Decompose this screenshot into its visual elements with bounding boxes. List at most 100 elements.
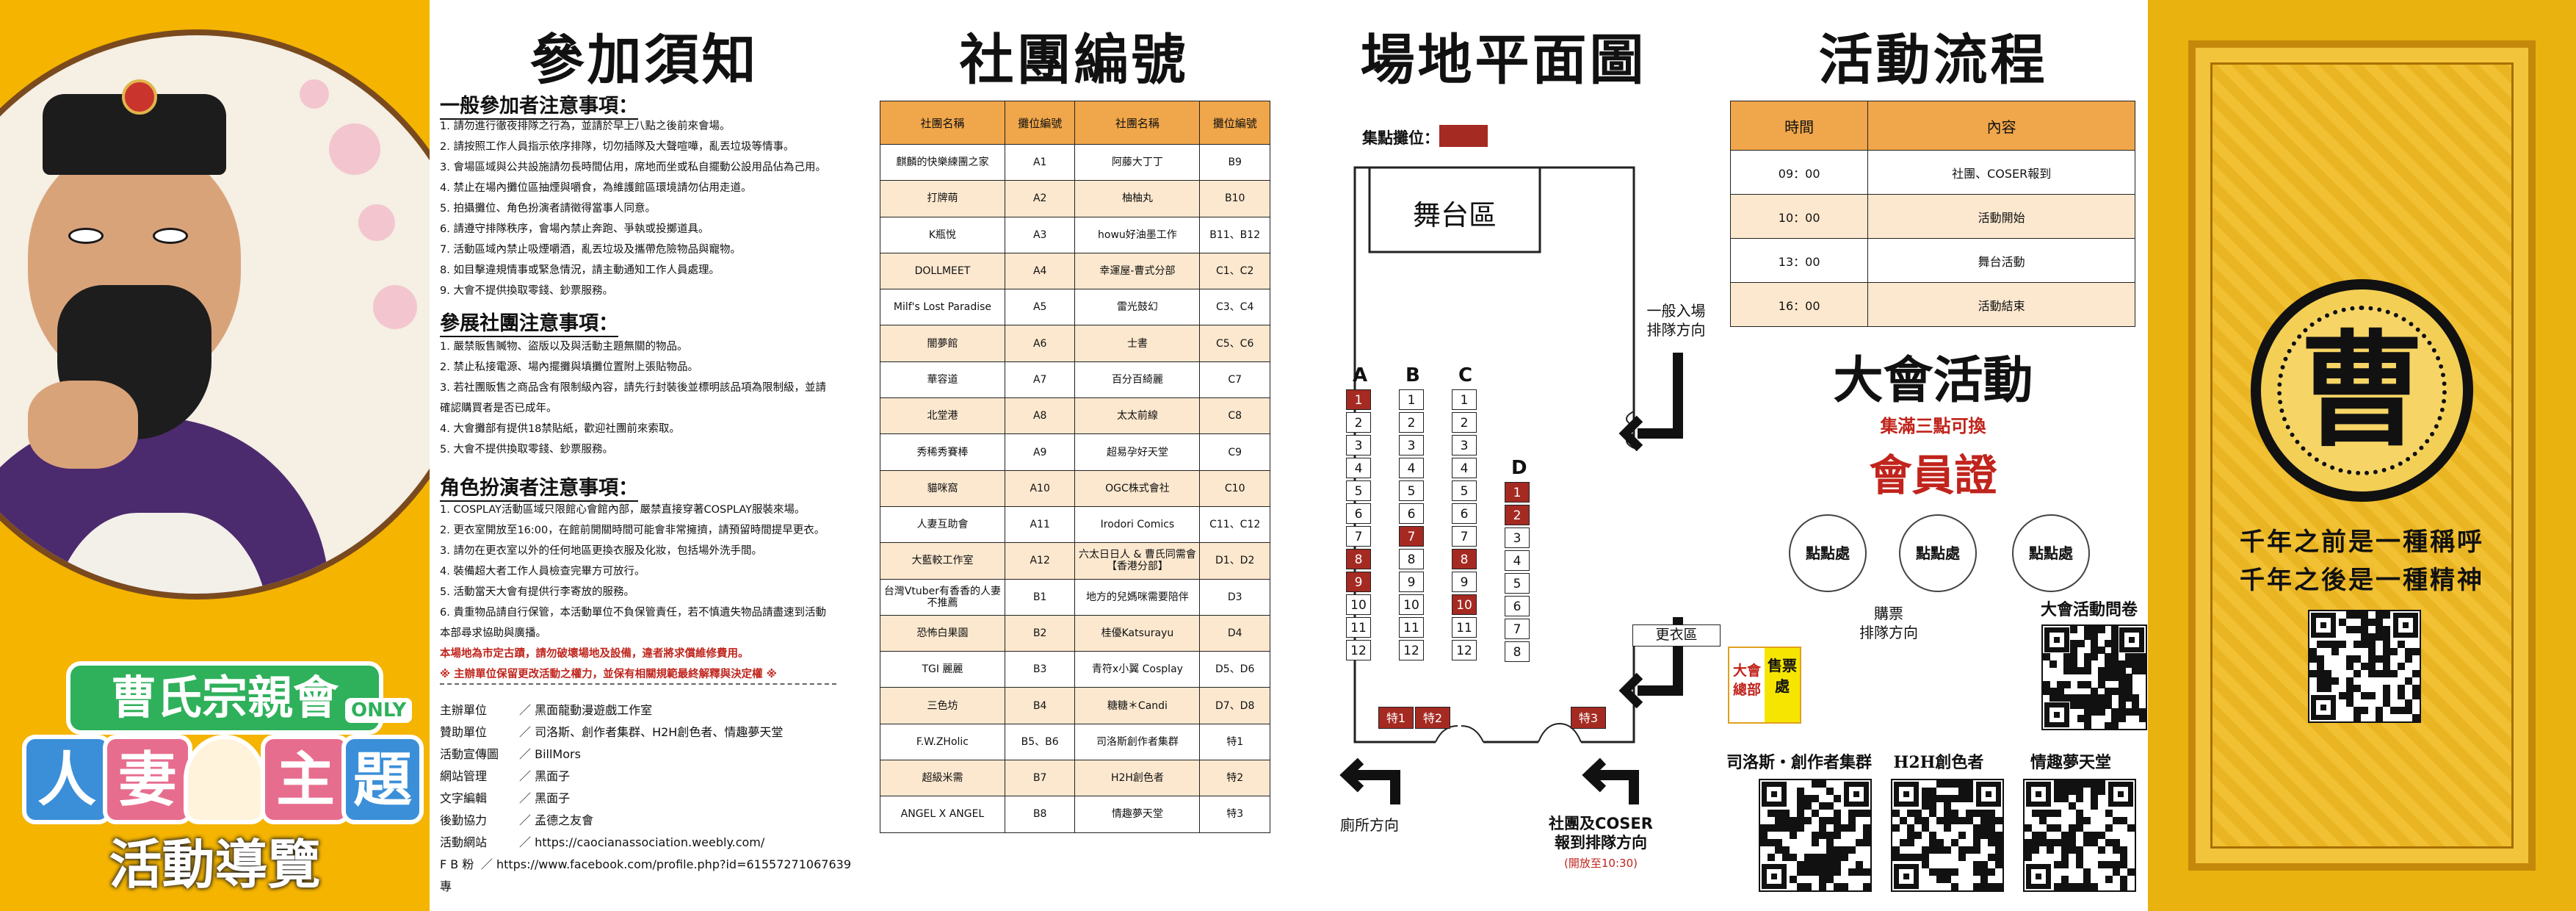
club-name: 超易孕好天堂: [1074, 433, 1201, 471]
club-name: 雷光鼓幻: [1074, 289, 1201, 326]
sponsor-qr-code[interactable]: [1891, 779, 2004, 892]
sponsor-qr-code[interactable]: [1759, 779, 1872, 892]
general-queue-label: 一般入場 排隊方向: [1646, 302, 1706, 339]
booth-number: B3: [1004, 651, 1076, 688]
booth-number: A8: [1004, 397, 1076, 435]
rule-item: 3. 若社團販售之商品含有限制級內容，請先行封裝後並標明該品項為限制級，並請: [440, 382, 826, 394]
back-qr-code[interactable]: [2308, 610, 2421, 723]
slogan-line: 千年之前是一種稱呼: [2240, 527, 2484, 557]
cosplay-rules: 1. COSPLAY活動區域只限館心會館內部，嚴禁直接穿著COSPLAY服裝來場…: [440, 500, 851, 685]
org-key: 後勤協力: [440, 813, 488, 827]
rule-item: 4. 大會攤部有提供18禁貼紙，歡迎社團前來索取。: [440, 423, 680, 435]
booth-seat: 2: [1452, 412, 1477, 433]
ticket-booth: 售票處: [1765, 648, 1800, 722]
girl-icon: [184, 735, 266, 824]
org-row: 主辦單位／ 黑面龍動漫遊戲工作室: [440, 699, 851, 721]
general-heading: 一般參加者注意事項：: [440, 90, 638, 120]
rule-item: 1. 請勿進行徹夜排隊之行為，並請於早上八點之後前來會場。: [440, 120, 731, 132]
rule-item: 6. 貴重物品請自行保管，本活動單位不負保管責任，若不慎遺失物品請盡速到活動: [440, 607, 826, 619]
booth-number: 特3: [1199, 796, 1270, 833]
booth-seat: 2: [1505, 505, 1530, 525]
member-card-text: 會員證: [1869, 450, 1997, 500]
character-illustration: [0, 29, 430, 599]
facebook-link[interactable]: ／ https://www.facebook.com/profile.php?i…: [480, 857, 851, 871]
rule-item: 2. 禁止私接電源、場內擺攤與填攤位置附上張貼物品。: [440, 361, 698, 373]
back-panel: 曹 千年之前是一種稱呼 千年之後是一種精神: [2148, 0, 2576, 911]
club-name: Irodori Comics: [1074, 505, 1201, 544]
rule-item: 1. 嚴禁販售贓物、盜版以及與活動主題無關的物品。: [440, 341, 688, 353]
rule-item: 6. 請遵守排隊秩序，會場內禁止奔跑、爭執或投擲道具。: [440, 223, 709, 235]
club-name: howu好油墨工作: [1074, 216, 1201, 253]
booth-number: D1、D2: [1199, 542, 1270, 580]
gather-swatch: [1439, 125, 1488, 147]
rule-item: 3. 會場區域與公共設施請勿長時間佔用，席地而坐或私自擺動公設用品佔為己用。: [440, 162, 826, 173]
rule-item: 8. 如目擊違規情事或緊急情況，請主動通知工作人員處理。: [440, 264, 720, 276]
rule-item: 確認購買者是否已成年。: [440, 403, 557, 414]
notes-title: 參加須知: [529, 29, 759, 92]
booth-seat: 9: [1346, 572, 1371, 592]
booth-number: C9: [1199, 433, 1270, 471]
booth-number: B5、B6: [1004, 723, 1076, 761]
theme-tile: 主: [261, 735, 350, 824]
sponsor-qr-code[interactable]: [2023, 779, 2136, 892]
rule-item: 4. 禁止在場內攤位區抽煙與嚼食，為維護館區環境請勿佔用走道。: [440, 182, 752, 194]
booth-number: C5、C6: [1199, 325, 1270, 362]
booth-seat: 6: [1452, 503, 1477, 524]
org-row: 後勤協力／ 孟德之友會: [440, 810, 851, 832]
club-name: 打牌萌: [880, 180, 1005, 217]
booth-seat: 3: [1452, 435, 1477, 455]
plan-title: 場地平面圖: [1360, 29, 1647, 92]
website-link[interactable]: ／ https://caocianassociation.weebly.com/: [519, 835, 765, 849]
org-row: 活動網站 ／ https://caocianassociation.weebly.…: [440, 832, 851, 854]
column-label: A: [1353, 364, 1368, 386]
club-name: 司洛斯創作者集群: [1074, 723, 1201, 761]
special-booth: 特2: [1415, 707, 1450, 729]
booth-number: D7、D8: [1199, 687, 1270, 724]
booth-number: C7: [1199, 361, 1270, 399]
booth-seat: 6: [1346, 503, 1371, 524]
schedule-time: 10：00: [1729, 194, 1869, 239]
booth-number: C8: [1199, 397, 1270, 435]
club-name: K瓶悅: [880, 216, 1005, 253]
club-name: DOLLMEET: [880, 252, 1005, 290]
slogan-line: 千年之後是一種精神: [2240, 566, 2484, 595]
survey-label: 大會活動問卷: [2040, 601, 2138, 619]
booth-number: A3: [1004, 216, 1076, 253]
booth-number: C10: [1199, 469, 1270, 507]
booth-seat: 9: [1452, 572, 1477, 592]
schedule-header: 內容: [1867, 101, 2135, 151]
booth-seat: 4: [1505, 550, 1530, 571]
booth-seat: 10: [1452, 594, 1477, 615]
stamp-slot: 點點處: [1789, 514, 1867, 592]
rule-item: 5. 活動當天大會有提供行李寄放的服務。: [440, 586, 634, 598]
booth-seat: 1: [1452, 389, 1477, 410]
booth-number: A7: [1004, 361, 1076, 399]
booth-number: A2: [1004, 180, 1076, 217]
hq-label: 大會總部: [1732, 663, 1761, 698]
booth-seat: 3: [1399, 435, 1424, 455]
club-name: 柚柚丸: [1074, 180, 1201, 217]
club-name: 太太前線: [1074, 397, 1201, 435]
rule-item: 9. 大會不提供換取零錢、鈔票服務。: [440, 285, 613, 297]
club-name: 地方的兒媽咪需要陪伴: [1074, 578, 1201, 616]
booth-number: B1: [1004, 578, 1076, 616]
org-key: 文字編輯: [440, 791, 488, 805]
column-label: B: [1405, 364, 1420, 386]
org-key: 活動網站: [440, 835, 488, 849]
booth-seat: 11: [1399, 617, 1424, 638]
booth-seat: 3: [1505, 527, 1530, 548]
changing-room: 更衣區: [1632, 624, 1721, 647]
event-guide-title: 活動導覽: [109, 833, 321, 896]
survey-qr-code[interactable]: [2041, 624, 2147, 730]
booth-seat: 2: [1346, 412, 1371, 433]
